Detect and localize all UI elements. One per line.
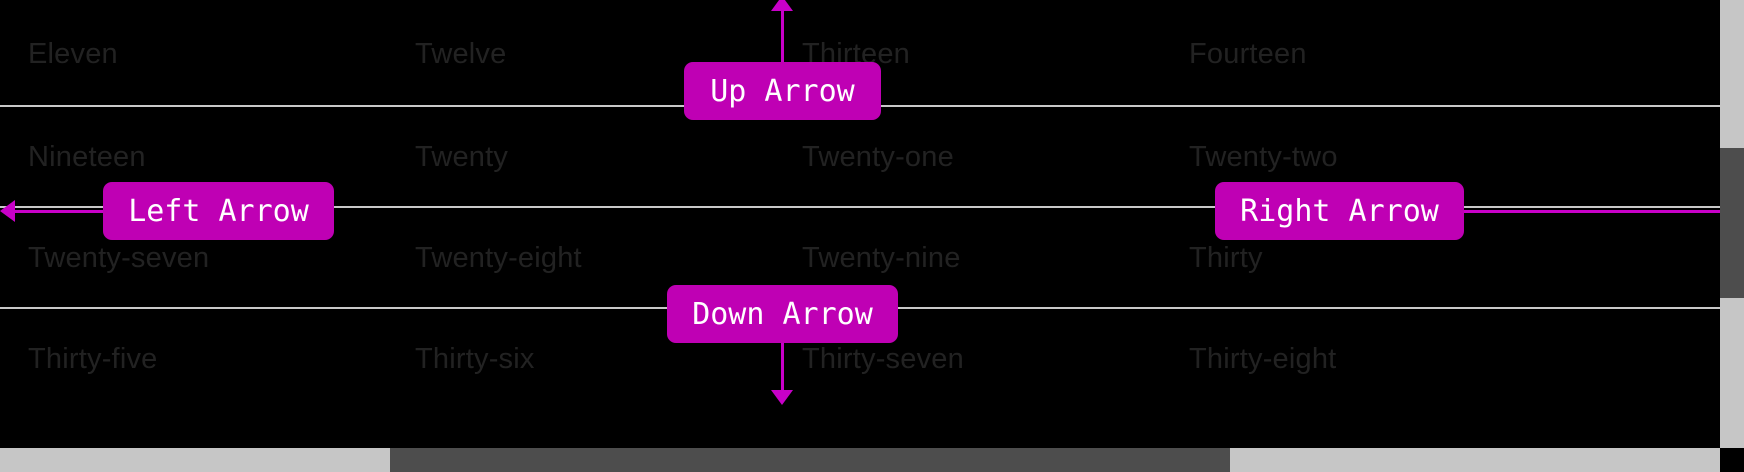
grid-cell[interactable]: Thirty-five <box>28 343 158 375</box>
grid-cell[interactable]: Thirty-six <box>415 343 535 375</box>
down-arrow-label[interactable]: Down Arrow <box>667 285 898 343</box>
grid-cell[interactable]: Twenty <box>415 141 509 173</box>
vertical-scrollbar-thumb[interactable] <box>1720 148 1744 298</box>
table-row: Eleven Twelve Thirteen Fourteen <box>0 4 1720 105</box>
grid-cell[interactable]: Thirty-seven <box>802 343 964 375</box>
grid-cell[interactable]: Thirty-eight <box>1189 343 1337 375</box>
grid-cell[interactable]: Twenty-eight <box>415 242 582 274</box>
grid-cell[interactable]: Fourteen <box>1189 38 1307 70</box>
vertical-scrollbar[interactable] <box>1720 0 1744 448</box>
grid-cell[interactable]: Eleven <box>28 38 118 70</box>
grid-cell[interactable]: Twelve <box>415 38 507 70</box>
grid-cell[interactable]: Twenty-one <box>802 141 954 173</box>
grid-cell[interactable]: Twenty-two <box>1189 141 1338 173</box>
left-arrow-label[interactable]: Left Arrow <box>103 182 334 240</box>
grid-cell[interactable]: Twenty-nine <box>802 242 961 274</box>
up-arrow-label[interactable]: Up Arrow <box>684 62 881 120</box>
grid-cell[interactable]: Thirty <box>1189 242 1263 274</box>
table-row: Twenty-seven Twenty-eight Twenty-nine Th… <box>0 206 1720 307</box>
table-row: Nineteen Twenty Twenty-one Twenty-two <box>0 105 1720 206</box>
horizontal-scrollbar[interactable] <box>0 448 1720 472</box>
right-arrow-label[interactable]: Right Arrow <box>1215 182 1464 240</box>
scrollbar-corner <box>1720 448 1744 472</box>
horizontal-scrollbar-thumb[interactable] <box>390 448 1230 472</box>
grid-cell[interactable]: Twenty-seven <box>28 242 210 274</box>
grid-cell[interactable]: Nineteen <box>28 141 146 173</box>
